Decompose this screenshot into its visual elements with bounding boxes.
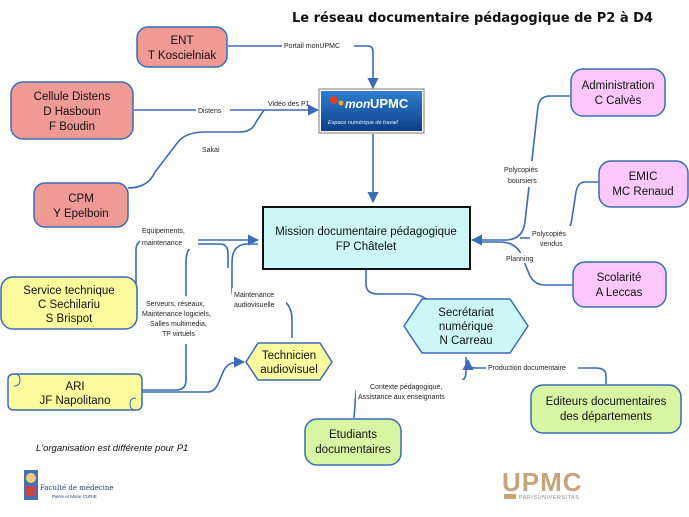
upmc-logo-sub: PARISUNIVERSITAS bbox=[519, 495, 579, 501]
node-scolarite-line2: A Leccas bbox=[596, 287, 643, 299]
node-mission-line1: Mission documentaire pédagogique bbox=[275, 226, 457, 238]
node-technicien-line1: Technicien bbox=[262, 350, 316, 362]
edge-label-sakai: Sakai bbox=[202, 147, 220, 154]
node-secretariat-line1: Secrétariat bbox=[438, 307, 494, 319]
edge-label-polycopies-b-2: boursiers bbox=[508, 178, 537, 185]
node-mission-line2: FP Châtelet bbox=[336, 241, 397, 253]
node-distens-line2: D Hasboun bbox=[43, 106, 101, 118]
node-ent-line2: T Koscielniak bbox=[148, 50, 216, 62]
node-ent-line1: ENT bbox=[171, 35, 194, 47]
node-ari-line1: ARI bbox=[65, 381, 84, 393]
edge-label-contexte-2: Assistance aux enseignants bbox=[358, 394, 445, 401]
node-secretariat-line2: numérique bbox=[439, 321, 493, 333]
faculte-line2: Pierre et Marie CURIE bbox=[52, 494, 97, 499]
edge-label-planning: Planning bbox=[506, 256, 533, 263]
faculte-logo: Faculté de médecine Pierre et Marie CURI… bbox=[24, 470, 113, 500]
p1-note: L'organisation est différente pour P1 bbox=[36, 443, 188, 454]
edge-label-maintenance-2: audiovisuelle bbox=[234, 302, 275, 309]
edge-cpm-monupmc bbox=[127, 109, 265, 189]
edge-ari-technicien bbox=[140, 356, 246, 393]
node-secretariat: Secrétariat numérique N Carreau bbox=[403, 298, 529, 354]
node-distens-line3: F Boudin bbox=[49, 121, 95, 133]
node-technicien: Technicien audiovisuel bbox=[245, 342, 333, 381]
faculte-line1: Faculté de médecine bbox=[40, 484, 113, 492]
node-ari-line2: JF Napolitano bbox=[40, 395, 111, 407]
node-emic-line1: EMIC bbox=[629, 171, 658, 183]
upmc-logo: UPMC PARISUNIVERSITAS bbox=[502, 467, 583, 501]
node-distens-line1: Cellule Distens bbox=[34, 91, 111, 103]
node-distens: Cellule Distens D Hasboun F Boudin bbox=[10, 81, 134, 140]
node-secretariat-line3: N Carreau bbox=[439, 335, 492, 347]
edge-label-serveurs-1: Serveurs, réseaux, bbox=[146, 301, 205, 308]
edge-label-video: Vidéo des P1 bbox=[268, 101, 310, 108]
node-cpm: CPM Y Epelboin bbox=[33, 182, 129, 228]
node-cpm-line1: CPM bbox=[68, 193, 94, 205]
edge-scolarite-mission bbox=[480, 241, 572, 286]
node-service-line2: C Sechilariu bbox=[38, 299, 100, 311]
diagram-title: Le réseau documentaire pédagogique de P2… bbox=[292, 11, 653, 26]
node-emic: EMIC MC Renaud bbox=[598, 160, 689, 208]
node-etudiants: Etudiants documentaires bbox=[304, 418, 402, 466]
node-ent: ENT T Koscielniak bbox=[136, 26, 228, 68]
node-admin-line1: Administration bbox=[582, 80, 655, 92]
edge-labels: Portail monUPMC Distens Vidéo des P1 Sak… bbox=[140, 40, 578, 402]
node-service-line3: S Brispot bbox=[46, 313, 93, 325]
monupmc-subtitle: Espace numérique de travail bbox=[328, 120, 398, 126]
edge-label-maintenance-1: Maintenance bbox=[234, 292, 274, 299]
monupmc-dot-icon bbox=[330, 96, 338, 104]
edge-label-equipements-2: maintenance bbox=[142, 240, 182, 247]
monupmc-upmc: UPMC bbox=[370, 96, 409, 111]
upmc-logo-text: UPMC bbox=[502, 467, 583, 497]
node-service: Service technique C Sechilariu S Brispot bbox=[0, 276, 138, 330]
node-editeurs-line1: Editeurs documentaires bbox=[546, 396, 667, 408]
edge-label-polycopies-b-1: Polycopiés bbox=[504, 167, 538, 174]
edge-label-serveurs-3: Salles multimedia, bbox=[150, 321, 207, 328]
edge-mission-secretariat bbox=[365, 270, 429, 301]
node-admin-line2: C Calvès bbox=[595, 95, 642, 107]
node-technicien-line2: audiovisuel bbox=[260, 364, 318, 376]
edge-label-equipements-1: Equipements, bbox=[142, 228, 185, 235]
node-etudiants-line2: documentaires bbox=[315, 444, 391, 456]
node-emic-line2: MC Renaud bbox=[612, 186, 673, 198]
node-admin: Administration C Calvès bbox=[570, 68, 666, 117]
node-ari: ARI JF Napolitano bbox=[7, 373, 143, 411]
node-etudiants-line1: Etudiants bbox=[329, 429, 377, 441]
node-scolarite-line1: Scolarité bbox=[597, 272, 642, 284]
node-mission: Mission documentaire pédagogique FP Chât… bbox=[262, 206, 471, 270]
edge-label-production: Production documentaire bbox=[488, 365, 566, 372]
edge-label-portail: Portail monUPMC bbox=[284, 43, 340, 50]
node-editeurs: Editeurs documentaires des départements bbox=[530, 384, 682, 434]
edge-label-polycopies-v-2: vendus bbox=[540, 241, 563, 248]
edge-label-polycopies-v-1: Polycopiés bbox=[532, 231, 566, 238]
monupmc-mon: mon bbox=[345, 97, 370, 111]
edge-label-distens: Distens bbox=[198, 108, 222, 115]
edge-label-serveurs-2: Maintenance logiciels, bbox=[142, 311, 211, 318]
edge-label-serveurs-4: TP virtuels bbox=[162, 331, 195, 338]
node-service-line1: Service technique bbox=[23, 285, 114, 297]
node-scolarite: Scolarité A Leccas bbox=[572, 261, 667, 308]
monupmc-logo: mon UPMC Espace numérique de travail bbox=[318, 88, 425, 134]
edge-label-contexte-1: Contexte pédagogique, bbox=[370, 384, 442, 391]
edge-ent-monupmc bbox=[228, 45, 379, 90]
node-cpm-line2: Y Epelboin bbox=[53, 208, 108, 220]
node-editeurs-line2: des départements bbox=[560, 411, 652, 423]
